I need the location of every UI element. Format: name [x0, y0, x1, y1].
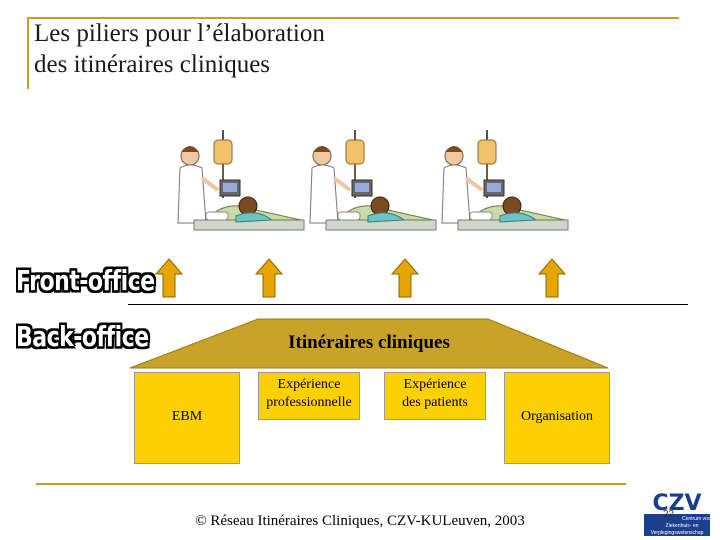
- footer-copyright: © Réseau Itinéraires Cliniques, CZV-KULe…: [195, 513, 525, 529]
- roof-shape: [129, 318, 609, 369]
- logo-text: CZV: [652, 491, 701, 516]
- title-line-2: des itinéraires cliniques: [34, 51, 271, 78]
- title-rule-top: [27, 17, 679, 19]
- roof-label: Itinéraires cliniques: [288, 332, 450, 353]
- pillar-experience-patients: Expérience des patients: [384, 372, 486, 420]
- title-line-1: Les piliers pour l’élaboration: [34, 20, 325, 47]
- page-number: 22: [663, 509, 675, 520]
- pillar-label-line-2: professionnelle: [266, 395, 352, 410]
- back-office-label: Back-office: [16, 322, 149, 354]
- hospital-scene-icon: [176, 128, 306, 232]
- logo-subtext-3: Verplegingswetenschap: [651, 530, 704, 536]
- up-arrow-icon: [155, 258, 183, 298]
- logo-subtext-1: Centrum voor: [682, 516, 713, 522]
- pillar-organisation: Organisation: [504, 372, 610, 464]
- up-arrow-icon: [391, 258, 419, 298]
- up-arrow-icon: [255, 258, 283, 298]
- front-back-divider: [128, 304, 688, 305]
- logo-subtext-2: Ziekenhuis- en: [666, 523, 699, 529]
- pillar-label-line-1: Expérience: [277, 377, 341, 392]
- czv-logo: CZV Centrum voor Ziekenhuis- en Verplegi…: [640, 488, 714, 538]
- pillar-experience-professionnelle: Expérience professionnelle: [258, 372, 360, 420]
- slide-title: Les piliers pour l’élaboration des itiné…: [34, 18, 454, 80]
- hospital-scene-icon: [308, 128, 438, 232]
- front-office-label: Front-office: [16, 266, 155, 298]
- hospital-scene-icon: [440, 128, 570, 232]
- pillar-label: Organisation: [520, 409, 594, 424]
- pillar-label: EBM: [171, 409, 203, 424]
- pillar-ebm: EBM: [134, 372, 240, 464]
- footer-rule: [36, 483, 626, 485]
- title-rule-left: [27, 17, 29, 89]
- pillar-label-line-1: Expérience: [403, 377, 467, 392]
- pillar-label-line-2: des patients: [402, 395, 468, 410]
- up-arrow-icon: [538, 258, 566, 298]
